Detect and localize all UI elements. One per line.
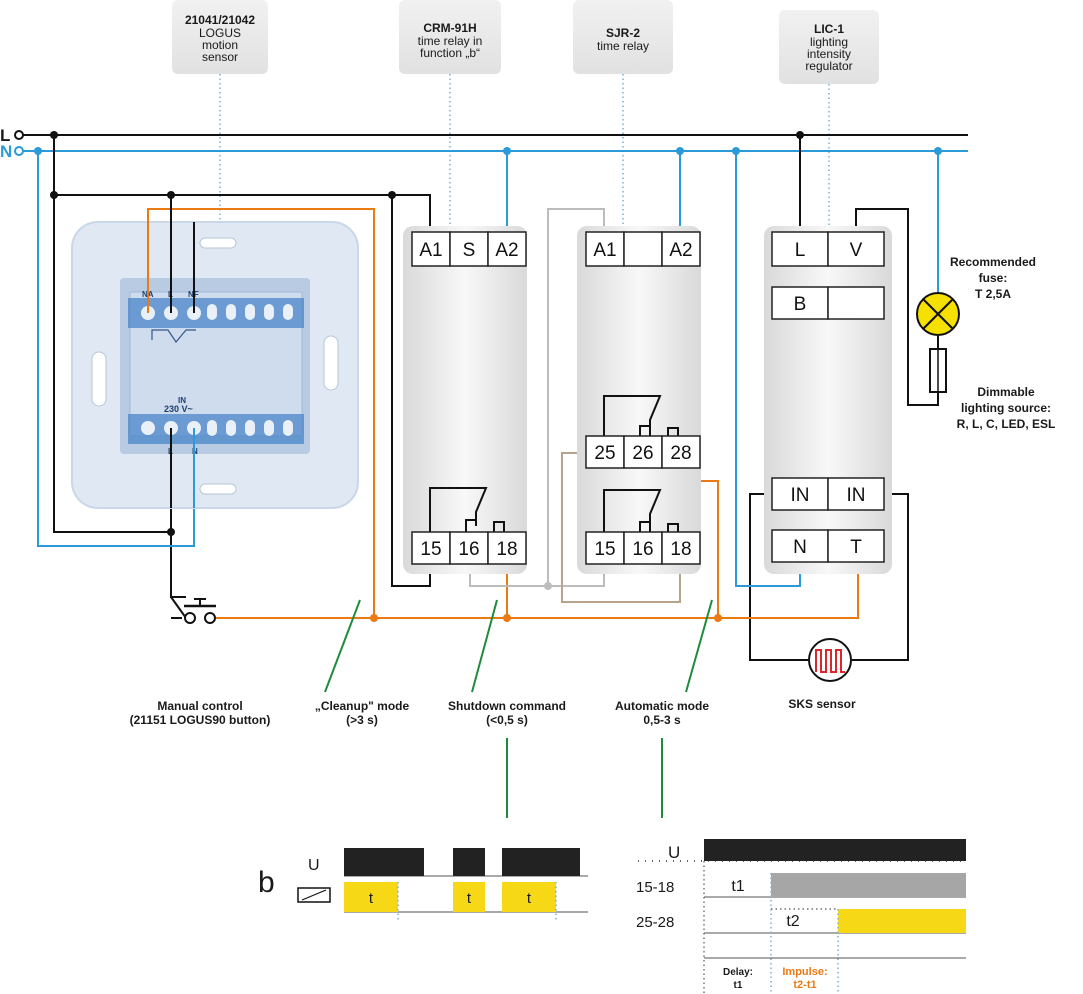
sjr-terminal-26: 26 xyxy=(632,443,653,464)
callout-lic-line3: intensity xyxy=(807,47,851,61)
cleanup-mode-label: „Cleanup" mode (>3 s) xyxy=(315,699,410,727)
sjr-terminal-15: 15 xyxy=(594,539,615,560)
automatic-mode-label: Automatic mode 0,5-3 s xyxy=(615,699,709,727)
callout-sensor-model: 21041/21042 xyxy=(185,13,255,27)
callout-lic-model: LIC-1 xyxy=(814,22,844,36)
rail-label-n: N xyxy=(0,142,12,161)
rail-label-l: L xyxy=(0,126,10,145)
sensor-voltage-label: 230 V~ xyxy=(164,404,193,414)
button-icon xyxy=(170,596,216,624)
timing-row-25-28: 25-28 xyxy=(636,914,674,931)
callout-crm-relay: CRM-91H time relay in function „b“ xyxy=(399,0,501,74)
source-label-line2: lighting source: xyxy=(961,401,1051,415)
lic-terminal-in-2: IN xyxy=(847,485,866,506)
source-label: Dimmable lighting source: R, L, C, LED, … xyxy=(957,385,1056,431)
callout-crm-model: CRM-91H xyxy=(423,21,476,35)
callout-sensor-line4: sensor xyxy=(202,50,238,64)
impulse-label-line1: Impulse: xyxy=(782,966,827,978)
sensor-in-label: IN xyxy=(178,396,186,405)
delay-label-line1: Delay: xyxy=(723,967,753,978)
cleanup-label-line1: „Cleanup" mode xyxy=(315,699,410,713)
callout-sjr-model: SJR-2 xyxy=(606,26,640,40)
lic-terminal-t: T xyxy=(850,537,862,558)
auto-label-line1: Automatic mode xyxy=(615,699,709,713)
timing-right-u-label: U xyxy=(668,843,680,862)
fuse-icon xyxy=(929,348,947,393)
live-rail: L xyxy=(0,126,968,145)
sjr-terminal-a1: A1 xyxy=(593,240,616,261)
timing-left-t3: t xyxy=(527,890,532,907)
crm-terminal-a2: A2 xyxy=(495,240,518,261)
sjr-terminal-16: 16 xyxy=(632,539,653,560)
crm-terminal-s: S xyxy=(463,240,476,261)
timing-right-t2: t2 xyxy=(786,913,799,930)
crm-terminal-16: 16 xyxy=(458,539,479,560)
timing-u-label: U xyxy=(308,857,320,874)
neutral-rail: N xyxy=(0,142,968,161)
lic-terminal-in-1: IN xyxy=(791,485,810,506)
timing-diagram-right: U 15-18 25-28 t1 t2 Delay: t1 Impulse: t… xyxy=(636,839,966,994)
timing-right-t1: t1 xyxy=(731,878,744,895)
shutdown-label-line1: Shutdown command xyxy=(448,699,566,713)
callout-sjr-relay: SJR-2 time relay xyxy=(573,0,673,74)
sjr-terminal-25: 25 xyxy=(594,443,615,464)
timing-row-15-18: 15-18 xyxy=(636,879,674,896)
sjr-relay-module: A1 A2 25 26 28 15 16 18 xyxy=(577,226,701,574)
crm-terminal-a1: A1 xyxy=(419,240,442,261)
heater-sensor-icon xyxy=(808,638,852,682)
crm-terminal-18: 18 xyxy=(496,539,517,560)
timing-diagram-left: b U t t t xyxy=(258,848,588,922)
motion-sensor-device: NA L NF IN 230 V~ L N xyxy=(71,221,359,509)
lic-regulator-module: L V B IN IN N T xyxy=(764,226,892,574)
fuse-label-line1: Recommended xyxy=(950,255,1036,269)
callout-sjr-line2: time relay xyxy=(597,39,649,53)
timing-left-t1: t xyxy=(369,890,374,907)
shutdown-label-line2: (<0,5 s) xyxy=(486,713,528,727)
bulb-icon xyxy=(916,292,960,336)
relay-coil-icon xyxy=(297,887,331,903)
callout-lic-line4: regulator xyxy=(805,59,852,73)
sjr-terminal-a2: A2 xyxy=(669,240,692,261)
source-label-line1: Dimmable xyxy=(977,385,1035,399)
timing-left-t2: t xyxy=(467,890,472,907)
lic-terminal-b: B xyxy=(794,294,807,315)
callout-crm-line3: function „b“ xyxy=(420,46,480,60)
callout-leaders xyxy=(219,74,830,300)
source-label-line3: R, L, C, LED, ESL xyxy=(957,417,1056,431)
callout-sensor-line3: motion xyxy=(202,38,238,52)
crm-relay-module: A1 S A2 15 16 18 xyxy=(403,226,527,574)
fuse-label-line2: fuse: xyxy=(979,271,1008,285)
callout-crm-line2: time relay in xyxy=(418,34,483,48)
fuse-label: Recommended fuse: T 2,5A xyxy=(950,255,1036,301)
sks-sensor-label: SKS sensor xyxy=(788,697,856,711)
manual-label-line2: (21151 LOGUS90 button) xyxy=(130,713,271,727)
green-leaders xyxy=(324,599,713,818)
impulse-label-line2: t2-t1 xyxy=(793,979,816,991)
lic-terminal-n: N xyxy=(793,537,807,558)
sensor-wire-stubs xyxy=(147,195,195,508)
manual-label-line1: Manual control xyxy=(157,699,242,713)
manual-control-label: Manual control (21151 LOGUS90 button) xyxy=(130,699,271,727)
fuse-label-line3: T 2,5A xyxy=(975,287,1011,301)
crm-terminal-15: 15 xyxy=(420,539,441,560)
auto-label-line2: 0,5-3 s xyxy=(643,713,681,727)
callout-motion-sensor: 21041/21042 LOGUS motion sensor xyxy=(172,0,268,74)
callout-lic-regulator: LIC-1 lighting intensity regulator xyxy=(779,10,879,84)
sjr-terminal-28: 28 xyxy=(670,443,691,464)
sjr-terminal-18: 18 xyxy=(670,539,691,560)
cleanup-label-line2: (>3 s) xyxy=(346,713,378,727)
callout-sensor-line2: LOGUS xyxy=(199,26,241,40)
delay-label-line2: t1 xyxy=(734,980,743,991)
lic-terminal-l: L xyxy=(795,240,806,261)
shutdown-command-label: Shutdown command (<0,5 s) xyxy=(448,699,566,727)
relay-coil-icon xyxy=(429,487,488,532)
callout-lic-line2: lighting xyxy=(810,35,848,49)
lic-terminal-v: V xyxy=(850,240,863,261)
timing-b-label: b xyxy=(258,866,275,899)
